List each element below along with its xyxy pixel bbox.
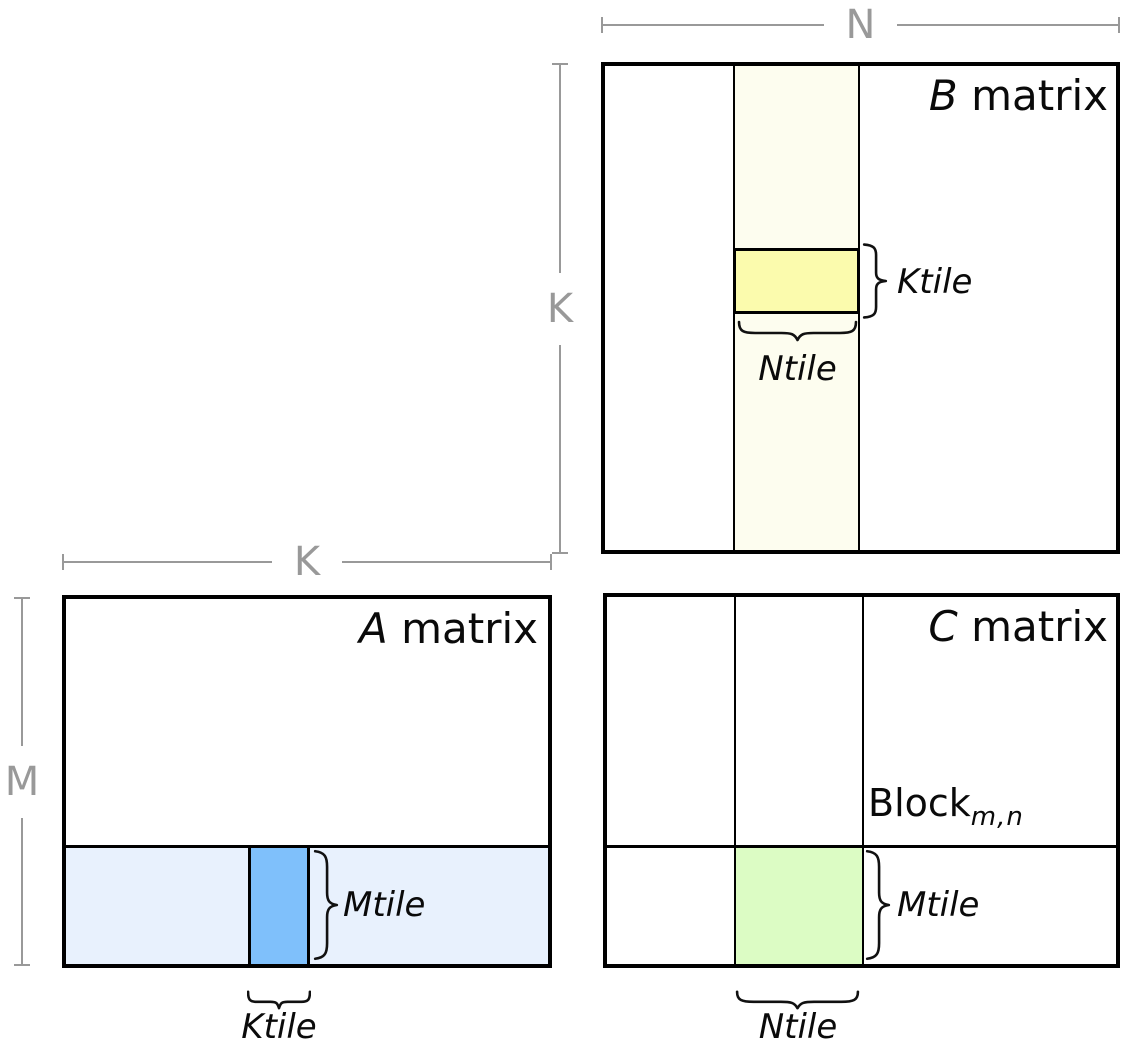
c-mtile-label: Mtile [897, 885, 980, 925]
dim-label-k-b: K [546, 285, 574, 332]
c-matrix-word: matrix [957, 602, 1108, 651]
ntile-brace-c [735, 990, 860, 1010]
dim-segment [559, 344, 561, 552]
dim-label-k-a: K [293, 539, 321, 585]
block-label: Blockm,n [868, 781, 1024, 831]
b-matrix-label: B matrix [928, 71, 1108, 120]
dim-line-k-a: K [62, 542, 553, 582]
c-matrix: C matrix [603, 593, 1120, 968]
a-matrix-label: A matrix [359, 604, 538, 653]
dim-segment [342, 561, 551, 563]
mtile-brace-a [313, 849, 339, 961]
a-tile [248, 845, 310, 964]
dim-label-m: M [4, 758, 40, 805]
block-label-subscript: m,n [970, 802, 1024, 832]
dim-line-m: M [5, 597, 39, 966]
dim-segment [897, 24, 1119, 26]
c-matrix-letter: C [928, 602, 958, 651]
b-ktile-tile [733, 248, 860, 314]
ktile-brace-a [247, 990, 311, 1010]
dim-tick [552, 552, 568, 554]
c-block-tile [734, 845, 864, 964]
dim-segment [64, 561, 272, 563]
dim-segment [21, 817, 23, 964]
mtile-brace-c [865, 849, 891, 961]
b-ntile-label: Ntile [758, 349, 837, 389]
dim-line-n: N [601, 5, 1121, 45]
dim-tick [550, 554, 553, 570]
c-column-line-left [734, 597, 736, 845]
dim-tick [14, 964, 30, 966]
b-matrix-word: matrix [957, 71, 1108, 120]
a-ktile-label: Ktile [241, 1007, 317, 1047]
dim-segment [559, 65, 561, 273]
ntile-brace-b [737, 320, 858, 342]
b-matrix-letter: B [928, 71, 958, 120]
dim-tick [601, 17, 603, 33]
dim-tick [1118, 17, 1121, 33]
block-label-base: Block [868, 781, 971, 825]
a-matrix: A matrix [62, 595, 552, 968]
dim-label-n: N [845, 2, 876, 48]
c-column-line-right [862, 597, 864, 845]
a-matrix-word: matrix [387, 604, 538, 653]
dim-tick [14, 597, 30, 599]
a-matrix-letter: A [359, 604, 388, 653]
c-ntile-label: Ntile [758, 1007, 838, 1047]
c-matrix-label: C matrix [928, 602, 1108, 651]
b-matrix: B matrix [601, 62, 1120, 554]
b-ktile-label: Ktile [897, 262, 973, 302]
dim-line-k-b: K [547, 63, 573, 554]
dim-tick [552, 63, 568, 65]
dim-segment [603, 24, 824, 26]
dim-tick [62, 554, 64, 570]
dim-segment [21, 599, 23, 746]
a-mtile-label: Mtile [343, 885, 426, 925]
ktile-brace-b [862, 243, 888, 319]
